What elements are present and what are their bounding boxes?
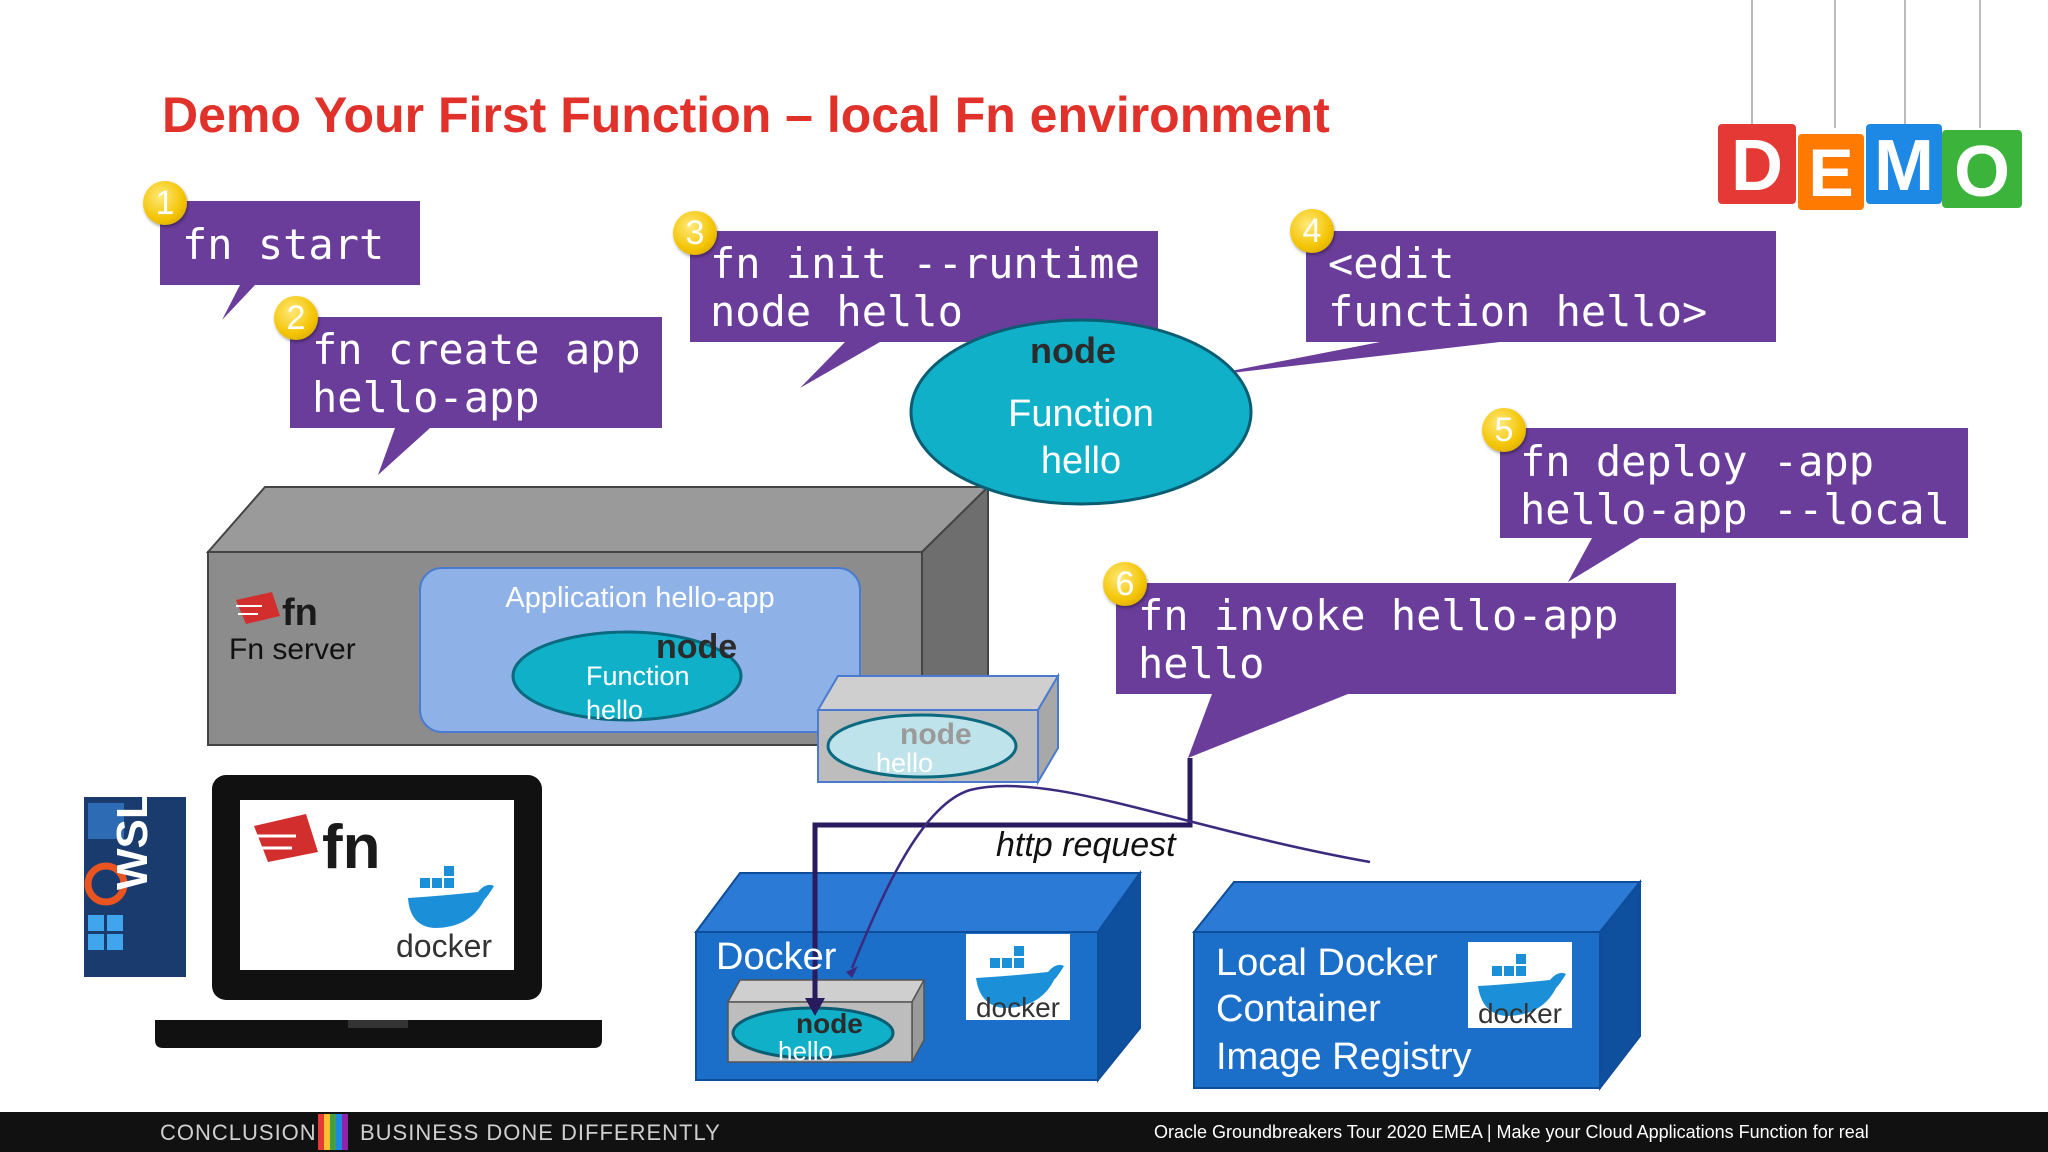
demo-tile-e: [1798, 134, 1864, 210]
footer-section-conclusion: CONCLUSION: [160, 1120, 317, 1145]
function-ellipse-line2: hello: [1040, 440, 1122, 482]
callout-1-text: fn start: [182, 220, 385, 269]
footer-tagline: BUSINESS DONE DIFFERENTLY: [360, 1120, 721, 1145]
ubuntu-icon: [84, 862, 128, 906]
application-label: Application hello-app: [505, 582, 775, 614]
callout-5-shape: [1500, 428, 1968, 582]
laptop-fn-logo-text: fn: [322, 813, 381, 882]
callout-4-text: <edit function hello>: [1328, 239, 1708, 336]
registry-box-top: [1191, 881, 1643, 933]
docker-container-label: hello: [778, 1036, 833, 1066]
footer-event-text: Oracle Groundbreakers Tour 2020 EMEA | M…: [1154, 1122, 1869, 1142]
app-node-logo-text: node: [656, 628, 738, 666]
node-logo-text: node: [1030, 330, 1116, 371]
registry-line1: Local Docker: [1216, 942, 1438, 984]
callout-3-shape: [690, 231, 1158, 388]
step-5-badge: 5: [1482, 408, 1526, 452]
image-node-logo-text: node: [900, 718, 972, 751]
demo-tile-o: [1942, 130, 2022, 208]
image-box-ellipse: [826, 713, 1018, 779]
laptop-docker-label: docker: [396, 928, 493, 964]
callout-6-text: fn invoke hello-app hello: [1138, 591, 1619, 688]
step-2-badge: 2: [274, 296, 318, 340]
fn-server-top: [205, 486, 991, 553]
http-request-arrow: [812, 758, 1193, 1008]
callout-3-text: fn init --runtime node hello: [710, 239, 1140, 336]
demo-letter-o: O: [1954, 132, 2010, 212]
demo-letter-e: E: [1808, 135, 1853, 211]
image-box-label: hello: [876, 748, 934, 778]
function-hello-ellipse: [909, 318, 1253, 506]
docker-box-top: [694, 872, 1142, 933]
callout-5-text: fn deploy -app hello-app --local: [1520, 437, 1950, 534]
fn-server-label: Fn server: [229, 633, 356, 666]
demo-tile-m: [1866, 124, 1942, 204]
wsl-badge-text: WSL2: [108, 767, 157, 890]
windows-icon: [88, 915, 104, 931]
demo-badge: D E M O: [1718, 0, 2022, 212]
footer-bar: CONCLUSION BUSINESS DONE DIFFERENTLY Ora…: [0, 1112, 2048, 1152]
laptop-notch: [348, 1020, 408, 1028]
function-ellipse-line1: Function: [1008, 393, 1154, 435]
http-request-label: http request: [996, 826, 1176, 864]
footer-color-stripes: [318, 1114, 348, 1150]
pull-image-arrow: [850, 784, 1371, 969]
registry-docker-whale-icon: [1478, 954, 1566, 1016]
laptop-fn-logo-icon: [254, 814, 318, 862]
step-4-badge: 4: [1290, 209, 1334, 253]
demo-tile-d: [1718, 124, 1796, 204]
callout-4-shape: [1205, 231, 1776, 376]
registry-line2: Container: [1216, 988, 1381, 1030]
laptop-docker-whale-icon: [408, 866, 494, 928]
registry-docker-label: docker: [1477, 998, 1563, 1029]
docker-box-label: Docker: [716, 936, 837, 978]
slide-title: Demo Your First Function – local Fn envi…: [162, 87, 1330, 143]
demo-letter-m: M: [1874, 126, 1934, 206]
image-box-top: [816, 675, 1060, 711]
laptop-base: [155, 1020, 602, 1048]
app-function-line2: hello: [586, 695, 644, 725]
callout-6-shape: [1116, 583, 1676, 758]
demo-letter-d: D: [1731, 126, 1783, 206]
callout-2-shape: [290, 317, 662, 475]
fn-server-logo-text: fn: [282, 592, 318, 634]
registry-line3: Image Registry: [1216, 1036, 1472, 1078]
app-function-line1: Function: [586, 661, 690, 691]
step-1-badge: 1: [143, 181, 187, 225]
callout-2-text: fn create app hello-app: [312, 325, 641, 422]
app-function-ellipse: [511, 630, 743, 722]
docker-logo-label: docker: [975, 992, 1061, 1023]
callout-1-shape: [160, 201, 420, 320]
step-3-badge: 3: [673, 211, 717, 255]
docker-whale-icon: [976, 946, 1064, 1008]
fn-server-logo-icon: [236, 592, 280, 624]
step-6-badge: 6: [1103, 562, 1147, 606]
docker-container-node-logo: node: [796, 1008, 863, 1039]
wsl-docker-tile: [88, 803, 124, 839]
